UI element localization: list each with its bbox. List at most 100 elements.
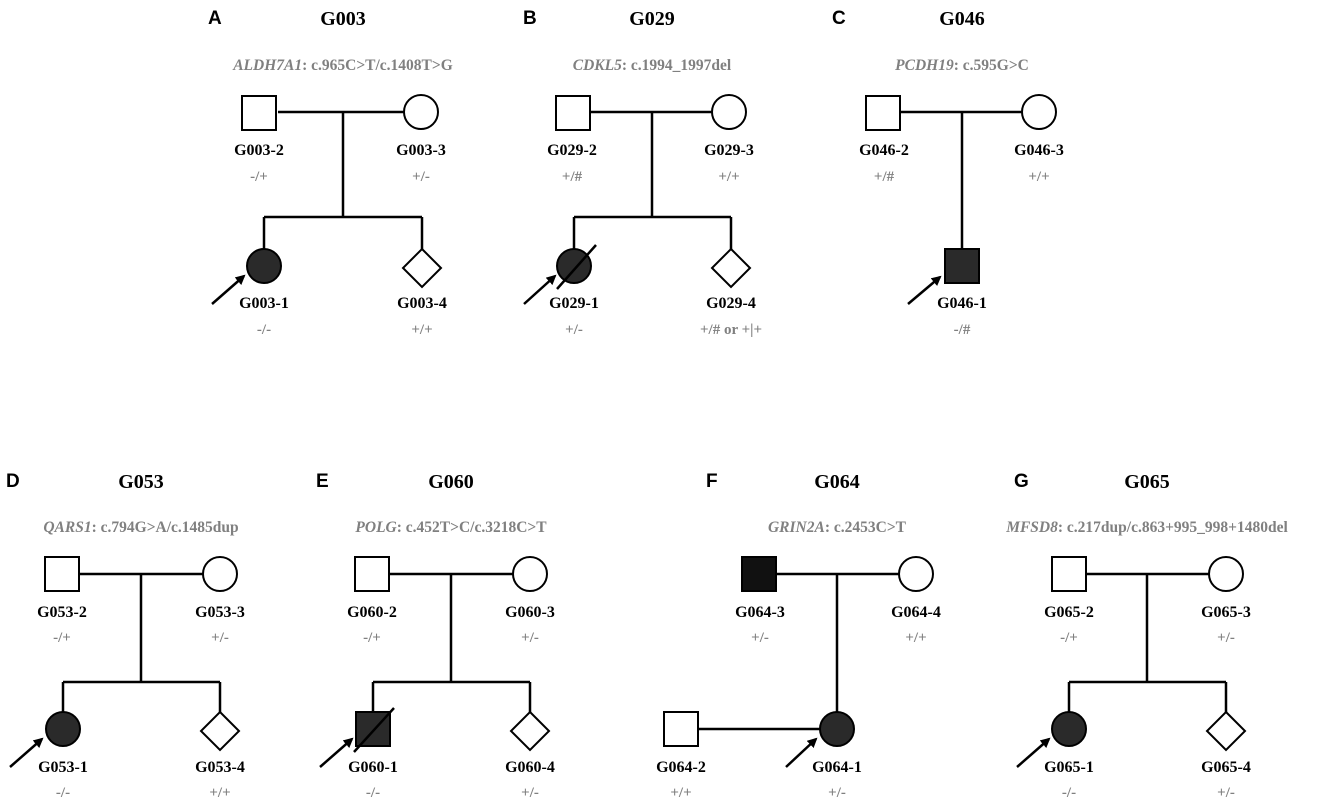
panel-letter: B	[523, 8, 537, 29]
panel-a: A G003 ALDH7A1: c.965C>T/c.1408T>G G003-…	[208, 8, 453, 338]
proband-genotype: -/-	[56, 785, 70, 801]
proband-id: G060-1	[348, 759, 398, 776]
family-title: G053	[118, 471, 164, 493]
variant-text: : c.595G>C	[954, 57, 1029, 74]
proband-arrow	[211, 274, 246, 305]
spouse-id: G064-2	[656, 759, 706, 776]
panel-letter: C	[832, 8, 846, 29]
proband-genotype: -/-	[366, 785, 380, 801]
proband-arrow	[9, 737, 44, 768]
father-genotype: +/#	[874, 169, 895, 185]
panel-letter: F	[706, 471, 718, 492]
variant-label: PCDH19: c.595G>C	[895, 57, 1029, 74]
variant-text: : c.1994_1997del	[622, 57, 732, 74]
proband-square	[944, 248, 980, 284]
proband-id: G003-1	[239, 295, 289, 312]
proband-id: G029-1	[549, 295, 599, 312]
spouse-square	[663, 711, 699, 747]
father-square	[241, 95, 277, 131]
mother-circle	[1021, 94, 1057, 130]
gene-name: QARS1	[43, 519, 91, 536]
mother-id: G065-3	[1201, 604, 1251, 621]
gene-name: MFSD8	[1005, 519, 1058, 536]
spouse-genotype: +/+	[670, 785, 691, 801]
family-title: G046	[939, 8, 985, 30]
gene-name: GRIN2A	[768, 519, 825, 536]
father-genotype: -/+	[53, 630, 71, 646]
father-square	[44, 556, 80, 592]
proband-genotype: -/-	[257, 322, 271, 338]
panel-letter: E	[316, 471, 329, 492]
proband-arrow	[907, 275, 942, 305]
variant-text: : c.2453C>T	[825, 519, 907, 536]
father-id: G060-2	[347, 604, 397, 621]
father-id: G053-2	[37, 604, 87, 621]
proband-arrow	[785, 737, 818, 768]
sibling-id: G003-4	[397, 295, 447, 312]
sibling-genotype: +/-	[521, 785, 539, 801]
mother-circle	[711, 94, 747, 130]
mother-circle	[1208, 556, 1244, 592]
mother-id: G053-3	[195, 604, 245, 621]
sibling-genotype: +/+	[209, 785, 230, 801]
gene-name: CDKL5	[573, 57, 622, 74]
mother-id: G064-4	[891, 604, 941, 621]
mother-genotype: +/+	[1028, 169, 1049, 185]
proband-genotype: +/-	[828, 785, 846, 801]
sibling-id: G053-4	[195, 759, 245, 776]
mother-genotype: +/-	[521, 630, 539, 646]
proband-circle	[246, 248, 282, 284]
sibling-id: G060-4	[505, 759, 555, 776]
father-square	[555, 95, 591, 131]
father-id: G064-3	[735, 604, 785, 621]
proband-arrow	[319, 737, 354, 768]
panel-letter: G	[1014, 471, 1029, 492]
family-title: G029	[629, 8, 675, 30]
proband-id: G064-1	[812, 759, 862, 776]
sibling-diamond	[1205, 710, 1247, 752]
sibling-genotype: +/-	[1217, 785, 1235, 801]
proband-circle	[45, 711, 81, 747]
variant-label: CDKL5: c.1994_1997del	[573, 57, 732, 74]
mother-id: G046-3	[1014, 142, 1064, 159]
variant-text: : c.794G>A/c.1485dup	[92, 519, 239, 536]
gene-name: PCDH19	[895, 57, 954, 74]
sibling-diamond	[710, 247, 752, 289]
gene-name: ALDH7A1	[232, 57, 302, 74]
variant-text: : c.217dup/c.863+995_998+1480del	[1058, 519, 1289, 536]
family-title: G065	[1124, 471, 1170, 493]
mother-genotype: +/-	[412, 169, 430, 185]
variant-label: ALDH7A1: c.965C>T/c.1408T>G	[232, 57, 453, 74]
gene-name: POLG	[355, 519, 397, 536]
deceased-slash	[353, 707, 395, 753]
family-title: G003	[320, 8, 366, 30]
father-id: G046-2	[859, 142, 909, 159]
proband-arrow	[523, 274, 557, 305]
panel-d: D G053 QARS1: c.794G>A/c.1485dup G053-2 …	[6, 471, 245, 801]
variant-label: GRIN2A: c.2453C>T	[768, 519, 907, 536]
mother-id: G060-3	[505, 604, 555, 621]
sibling-diamond	[199, 710, 241, 752]
panel-b: B G029 CDKL5: c.1994_1997del G029-2 +/# …	[523, 8, 762, 338]
proband-genotype: -/#	[954, 322, 971, 338]
sibling-id: G065-4	[1201, 759, 1251, 776]
mother-circle	[898, 556, 934, 592]
variant-label: POLG: c.452T>C/c.3218C>T	[355, 519, 547, 536]
mother-id: G003-3	[396, 142, 446, 159]
father-genotype: +/#	[562, 169, 583, 185]
variant-label: MFSD8: c.217dup/c.863+995_998+1480del	[1005, 519, 1288, 536]
sibling-diamond	[509, 710, 551, 752]
mother-genotype: +/+	[905, 630, 926, 646]
father-genotype: -/+	[1060, 630, 1078, 646]
mother-circle	[202, 556, 238, 592]
father-id: G003-2	[234, 142, 284, 159]
father-genotype: +/-	[751, 630, 769, 646]
family-title: G060	[428, 471, 474, 493]
deceased-slash	[556, 244, 597, 290]
proband-arrow	[1016, 737, 1051, 768]
panel-letter: D	[6, 471, 20, 492]
proband-circle	[556, 248, 592, 284]
mother-genotype: +/-	[1217, 630, 1235, 646]
father-genotype: -/+	[250, 169, 268, 185]
mother-genotype: +/+	[718, 169, 739, 185]
